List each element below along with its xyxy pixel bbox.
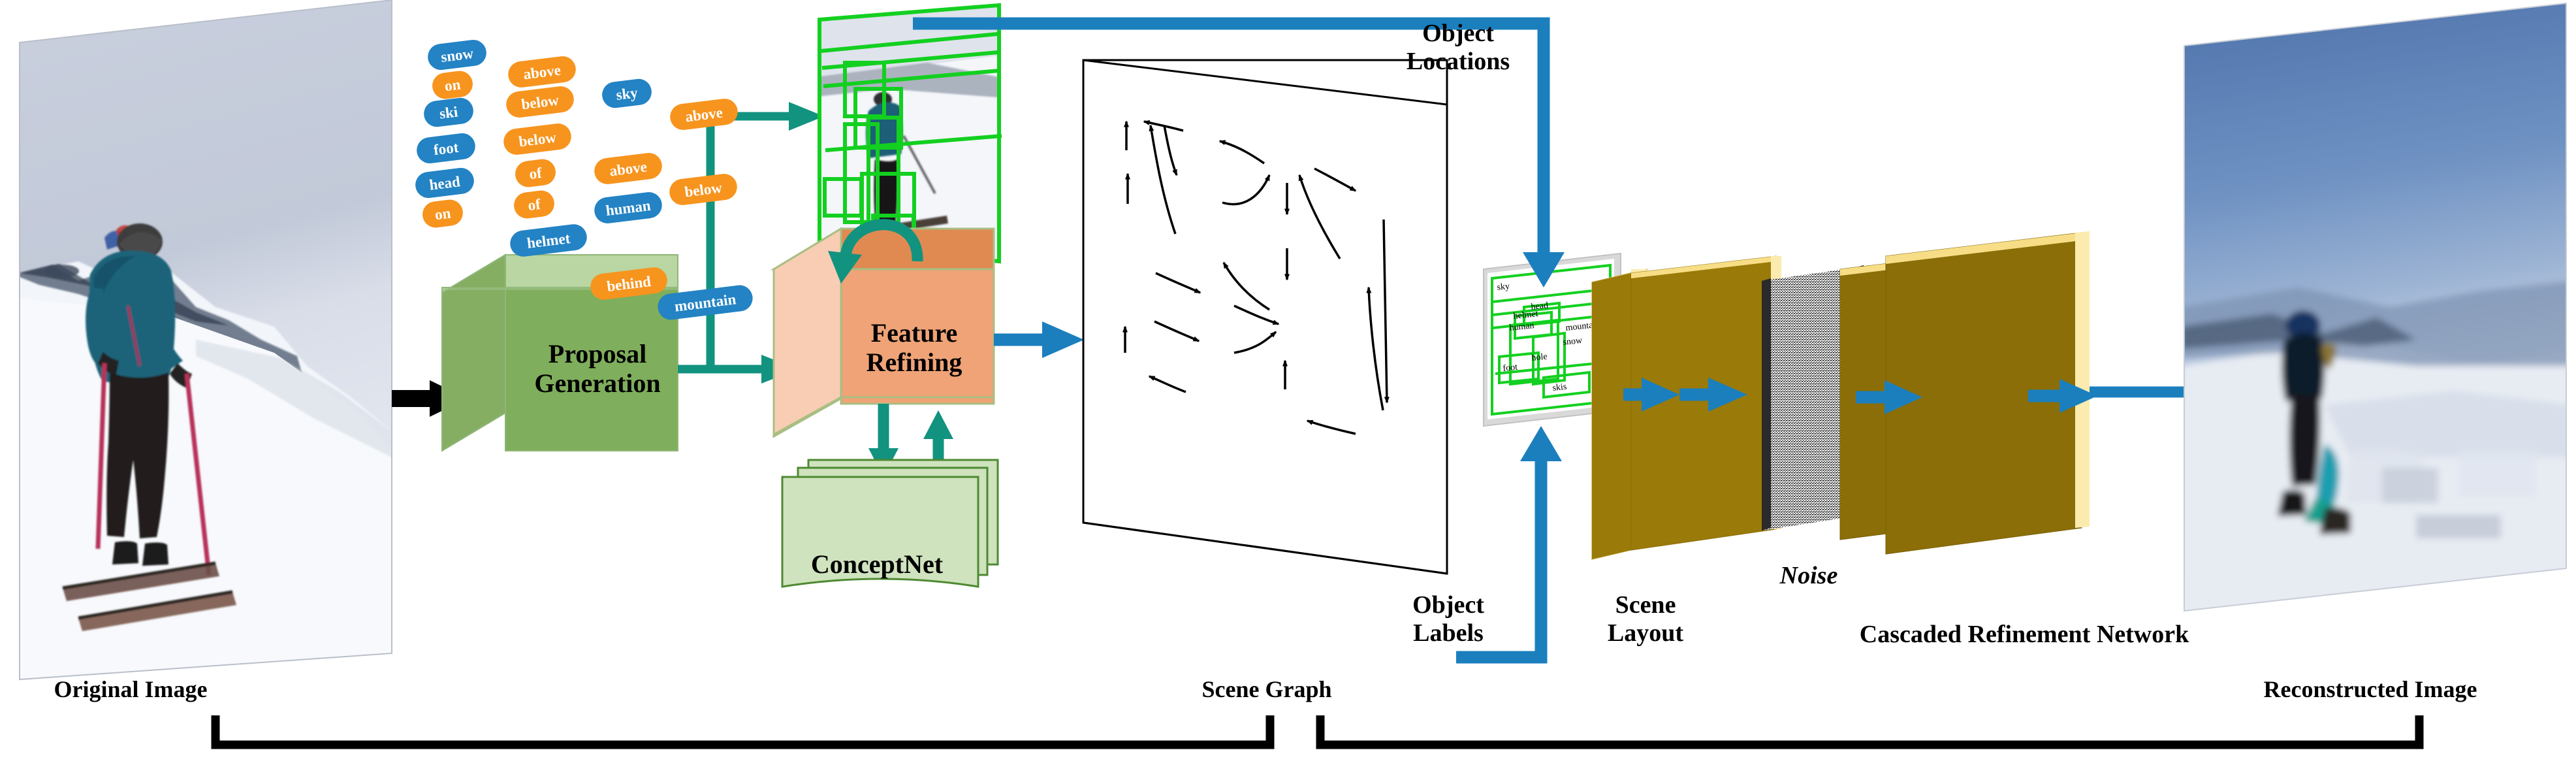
graph-relation-node[interactable]: above xyxy=(669,97,739,131)
scene-graph-edges xyxy=(1122,120,1390,435)
graph-object-node[interactable]: mountain xyxy=(656,284,754,321)
label-scene-layout: Scene Layout xyxy=(1607,591,1684,647)
crn-layer-2 xyxy=(1885,231,2090,555)
graph-relation-node[interactable]: behind xyxy=(589,266,669,301)
graph-relation-node[interactable]: below xyxy=(505,85,575,119)
svg-text:skis: skis xyxy=(1552,382,1567,393)
graph-node-label: on xyxy=(434,205,451,223)
svg-text:head: head xyxy=(1531,301,1549,312)
label-reconstructed-image: Reconstructed Image xyxy=(2263,676,2477,702)
graph-object-node[interactable]: sky xyxy=(601,78,653,110)
feature-refining-self-loop xyxy=(828,219,923,284)
object-labels-path xyxy=(1456,426,1562,664)
svg-text:helmet: helmet xyxy=(1513,309,1539,321)
graph-object-node[interactable]: ski xyxy=(422,97,475,129)
label-noise: Noise xyxy=(1779,562,1838,589)
graph-node-label: of xyxy=(527,196,541,214)
graph-node-label: head xyxy=(428,173,461,193)
graph-node-label: on xyxy=(443,76,461,95)
graph-relation-node[interactable]: above xyxy=(507,55,577,89)
graph-relation-node[interactable]: on xyxy=(421,198,464,229)
graph-relation-node[interactable]: on xyxy=(431,69,474,100)
graph-relation-node[interactable]: above xyxy=(593,152,663,186)
proposal-generation-box[interactable] xyxy=(441,253,678,452)
graph-relation-node[interactable]: of xyxy=(514,157,557,188)
graph-object-node[interactable]: helmet xyxy=(509,223,588,258)
reconstructed-image-panel xyxy=(2184,2,2567,612)
graph-node-label: ski xyxy=(439,103,460,122)
svg-text:human: human xyxy=(1509,321,1534,333)
conceptnet-stack[interactable] xyxy=(781,459,999,588)
label-scene-graph: Scene Graph xyxy=(1201,676,1332,702)
graph-relation-node[interactable]: of xyxy=(513,189,556,220)
svg-text:foot: foot xyxy=(1503,363,1518,374)
svg-text:snow: snow xyxy=(1563,336,1583,348)
graph-relation-node[interactable]: below xyxy=(502,122,573,156)
scene-layout-panel: sky head helmet human mountain snow hole… xyxy=(1483,252,1621,427)
graph-node-label: snow xyxy=(440,45,475,65)
graph-node-label: of xyxy=(528,165,543,182)
graph-object-node[interactable]: human xyxy=(593,191,663,225)
proposal-bounding-boxes xyxy=(818,3,1002,264)
svg-text:sky: sky xyxy=(1497,282,1510,293)
arrow-feature-to-scene-graph xyxy=(994,321,1084,358)
feature-refining-box[interactable] xyxy=(770,227,995,438)
graph-node-label: sky xyxy=(615,84,639,103)
graph-relation-node[interactable]: below xyxy=(668,172,739,206)
label-proposal-generation: Proposal Generation xyxy=(534,339,661,398)
label-object-labels: Object Labels xyxy=(1412,591,1484,647)
object-locations-path xyxy=(913,17,1565,287)
svg-text:hole: hole xyxy=(1531,352,1548,363)
graph-object-node[interactable]: head xyxy=(414,167,475,200)
graph-object-node[interactable]: foot xyxy=(415,132,477,165)
original-image-panel xyxy=(19,0,392,681)
label-original-image: Original Image xyxy=(54,676,208,702)
graph-object-node[interactable]: snow xyxy=(426,39,488,72)
graph-node-label: foot xyxy=(433,139,460,159)
label-conceptnet: ConceptNet xyxy=(810,549,944,579)
label-cascaded-refinement-network: Cascaded Refinement Network xyxy=(1859,621,2189,648)
label-object-locations: Object Locations xyxy=(1406,20,1510,75)
bottom-brackets xyxy=(211,715,2424,749)
label-feature-refining: Feature Refining xyxy=(866,318,962,377)
layout-bounding-boxes xyxy=(1491,263,1612,416)
arrow-to-proposal-image xyxy=(789,102,824,131)
